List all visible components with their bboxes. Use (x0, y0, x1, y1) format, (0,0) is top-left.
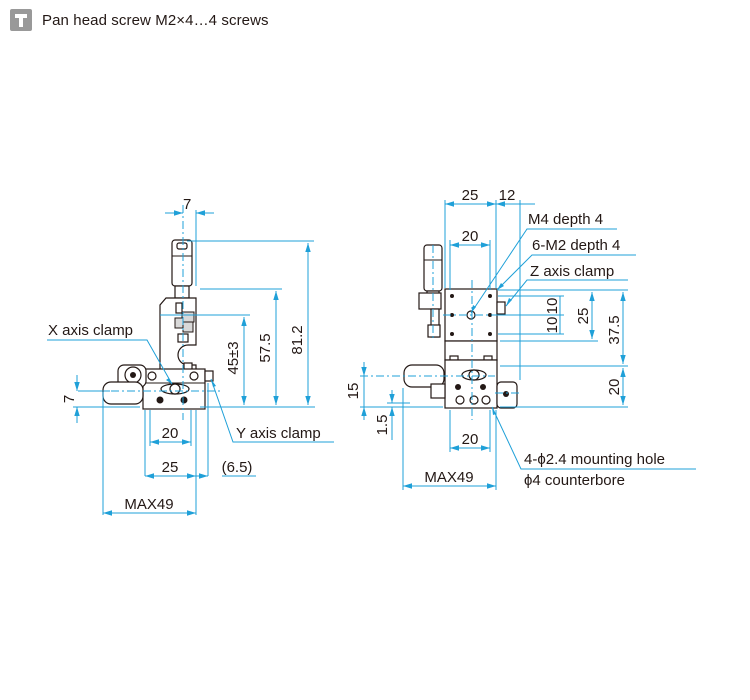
front-view: 25 12 20 10 10 25 37.5 20 15 1.5 (345, 187, 696, 490)
dim-bottom-20-front: 20 (462, 431, 479, 448)
dim-top-7: 7 (183, 196, 191, 213)
dim-top-25: 25 (462, 187, 479, 204)
header-text: Pan head screw M2×4…4 screws (42, 11, 269, 29)
dim-v-20: 20 (606, 379, 623, 396)
dim-10a: 10 (544, 298, 561, 315)
callout-z-axis-clamp: Z axis clamp (530, 263, 614, 280)
dim-81-2: 81.2 (289, 325, 306, 354)
dim-bottom-20: 20 (162, 425, 179, 442)
screw-icon (10, 9, 32, 31)
side-view: 7 81.2 57.5 45±3 7 20 25 (6.5) MAX49 (47, 196, 334, 516)
callout-y-axis-clamp: Y axis clamp (236, 425, 321, 442)
dim-57-5: 57.5 (257, 333, 274, 362)
dim-bottom-25: 25 (162, 459, 179, 476)
callout-6-m2-depth: 6-M2 depth 4 (532, 237, 620, 254)
dim-10b: 10 (544, 317, 561, 334)
dim-max49-front: MAX49 (424, 469, 473, 486)
callout-counterbore: ϕ4 counterbore (524, 472, 625, 489)
callout-x-axis-clamp: X axis clamp (48, 322, 133, 339)
dim-6-5: (6.5) (222, 459, 253, 476)
dim-inner-20: 20 (462, 228, 479, 245)
dim-45-3: 45±3 (225, 341, 242, 374)
dim-1-5: 1.5 (374, 415, 391, 436)
header: Pan head screw M2×4…4 screws (10, 9, 269, 31)
callout-mounting-hole: 4-ϕ2.4 mounting hole (524, 451, 665, 468)
dim-top-12: 12 (499, 187, 516, 204)
dim-left-7: 7 (61, 395, 78, 403)
callout-m4-depth: M4 depth 4 (528, 211, 603, 228)
dim-v-25: 25 (575, 308, 592, 325)
dim-max49-side: MAX49 (124, 496, 173, 513)
dim-37-5: 37.5 (606, 315, 623, 344)
dim-15: 15 (345, 383, 362, 400)
side-view-stage-body (102, 239, 214, 410)
